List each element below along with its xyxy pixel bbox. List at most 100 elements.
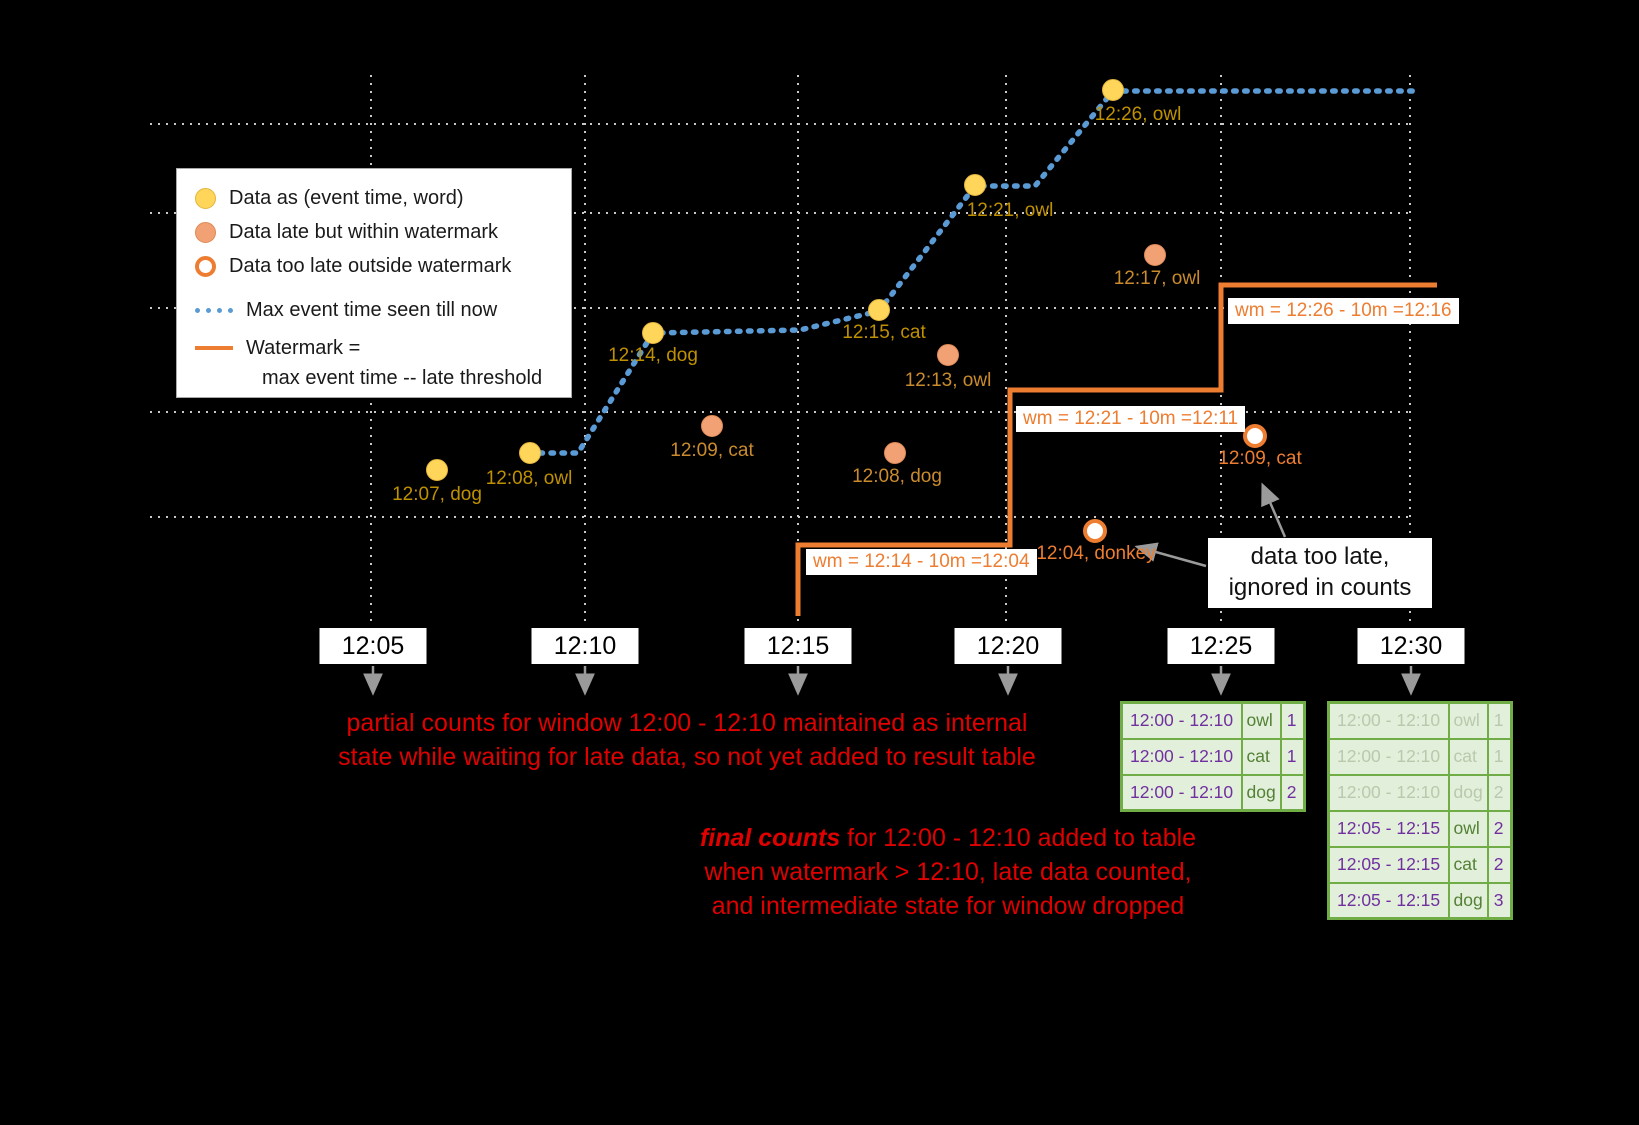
count-cell: 2 bbox=[1486, 809, 1513, 848]
data-point-late bbox=[937, 344, 959, 366]
count-cell: 1 bbox=[1279, 737, 1306, 776]
word-cell: cat bbox=[1447, 845, 1489, 884]
dotted-line-icon bbox=[195, 307, 233, 313]
table-row-dropped: 12:00 - 12:10 cat 1 bbox=[1327, 737, 1513, 776]
ontime-dot-icon bbox=[195, 187, 216, 209]
data-point-too-late bbox=[1083, 519, 1107, 543]
window-cell: 12:05 - 12:15 bbox=[1327, 809, 1450, 848]
callout-line: ignored in counts bbox=[1228, 574, 1412, 601]
processing-time-label: 12:25 bbox=[1167, 628, 1275, 664]
data-point-ontime bbox=[964, 174, 986, 196]
word-cell: owl bbox=[1447, 809, 1489, 848]
annotation-text: for 12:00 - 12:10 added to table bbox=[840, 824, 1197, 852]
point-label: 12:17, owl bbox=[1113, 268, 1201, 289]
point-label: 12:14, dog bbox=[608, 345, 698, 366]
data-point-ontime bbox=[642, 322, 664, 344]
max-event-time-line bbox=[537, 88, 1417, 456]
processing-time-label: 12:05 bbox=[319, 628, 427, 664]
point-label: 12:15, cat bbox=[842, 322, 926, 343]
legend-label: Data late but within watermark bbox=[229, 220, 499, 243]
window-cell: 12:05 - 12:15 bbox=[1327, 881, 1450, 920]
watermark-value-label: wm = 12:21 - 10m =12:11 bbox=[1016, 406, 1246, 432]
word-cell: dog bbox=[1240, 773, 1282, 812]
point-label: 12:07, dog bbox=[392, 484, 482, 505]
legend: Data as (event time, word) Data late but… bbox=[176, 168, 572, 398]
legend-item-late: Data late but within watermark bbox=[195, 215, 571, 249]
data-point-ontime bbox=[519, 442, 541, 464]
table-row: 12:00 - 12:10 owl 1 bbox=[1120, 701, 1306, 740]
final-counts-annotation: final counts for 12:00 - 12:10 added to … bbox=[700, 821, 1196, 923]
count-cell: 3 bbox=[1486, 881, 1513, 920]
processing-time-label: 12:10 bbox=[531, 628, 639, 664]
annotation-line: final counts for 12:00 - 12:10 added to … bbox=[700, 821, 1196, 855]
count-cell: 1 bbox=[1486, 701, 1513, 740]
data-point-too-late bbox=[1243, 424, 1267, 448]
window-cell: 12:00 - 12:10 bbox=[1327, 737, 1450, 776]
table-row: 12:05 - 12:15 dog 3 bbox=[1327, 881, 1513, 920]
legend-label: Watermark = bbox=[246, 337, 361, 359]
legend-label: Data as (event time, word) bbox=[229, 186, 464, 209]
table-row: 12:00 - 12:10 cat 1 bbox=[1120, 737, 1306, 776]
count-cell: 2 bbox=[1486, 773, 1513, 812]
legend-label: max event time -- late threshold bbox=[262, 367, 543, 389]
data-point-ontime bbox=[426, 459, 448, 481]
word-cell: cat bbox=[1240, 737, 1282, 776]
watermark-value-label: wm = 12:26 - 10m =12:16 bbox=[1228, 298, 1459, 324]
word-cell: dog bbox=[1447, 773, 1489, 812]
watermark-value-label: wm = 12:14 - 10m =12:04 bbox=[806, 549, 1037, 575]
too-late-note-arrows bbox=[1134, 482, 1287, 568]
legend-item-too-late: Data too late outside watermark bbox=[195, 249, 571, 283]
annotation-line: when watermark > 12:10, late data counte… bbox=[704, 858, 1192, 886]
window-cell: 12:05 - 12:15 bbox=[1327, 845, 1450, 884]
data-point-late bbox=[701, 415, 723, 437]
late-dot-icon bbox=[195, 221, 216, 243]
data-point-late bbox=[884, 442, 906, 464]
too-late-circle-icon bbox=[195, 255, 216, 277]
table-row-dropped: 12:00 - 12:10 owl 1 bbox=[1327, 701, 1513, 740]
processing-time-label: 12:30 bbox=[1357, 628, 1465, 664]
point-label: 12:08, owl bbox=[485, 468, 573, 489]
legend-item-watermark: Watermark = max event time -- late thres… bbox=[195, 333, 571, 393]
point-label: 12:08, dog bbox=[852, 466, 942, 487]
count-cell: 2 bbox=[1279, 773, 1306, 812]
annotation-line: partial counts for window 12:00 - 12:10 … bbox=[346, 709, 1028, 737]
word-cell: owl bbox=[1240, 701, 1282, 740]
data-point-ontime bbox=[1102, 79, 1124, 101]
count-cell: 1 bbox=[1279, 701, 1306, 740]
table-row: 12:05 - 12:15 cat 2 bbox=[1327, 845, 1513, 884]
window-cell: 12:00 - 12:10 bbox=[1327, 701, 1450, 740]
processing-time-label: 12:20 bbox=[954, 628, 1062, 664]
too-late-callout: data too late, ignored in counts bbox=[1208, 538, 1432, 608]
annotation-line: and intermediate state for window droppe… bbox=[711, 892, 1185, 920]
result-table-1230: 12:00 - 12:10 owl 1 12:00 - 12:10 cat 1 … bbox=[1327, 701, 1514, 920]
callout-line: data too late, bbox=[1250, 543, 1390, 570]
point-label: 12:04, donkey bbox=[1036, 543, 1156, 564]
point-label: 12:09, cat bbox=[1218, 448, 1302, 469]
window-cell: 12:00 - 12:10 bbox=[1120, 701, 1243, 740]
table-row: 12:00 - 12:10 dog 2 bbox=[1120, 773, 1306, 812]
point-label: 12:13, owl bbox=[904, 370, 992, 391]
solid-line-icon bbox=[195, 346, 233, 350]
table-row-dropped: 12:00 - 12:10 dog 2 bbox=[1327, 773, 1513, 812]
window-cell: 12:00 - 12:10 bbox=[1120, 773, 1243, 812]
legend-item-max-event-time: Max event time seen till now bbox=[195, 293, 571, 327]
count-cell: 1 bbox=[1486, 737, 1513, 776]
word-cell: owl bbox=[1447, 701, 1489, 740]
axis-arrows bbox=[363, 666, 1421, 696]
word-cell: cat bbox=[1447, 737, 1489, 776]
processing-time-label: 12:15 bbox=[744, 628, 852, 664]
table-row: 12:05 - 12:15 owl 2 bbox=[1327, 809, 1513, 848]
result-table-1225: 12:00 - 12:10 owl 1 12:00 - 12:10 cat 1 … bbox=[1120, 701, 1307, 812]
legend-label: Max event time seen till now bbox=[246, 298, 498, 321]
data-point-ontime bbox=[868, 299, 890, 321]
legend-label: Data too late outside watermark bbox=[229, 254, 512, 277]
point-label: 12:09, cat bbox=[670, 440, 754, 461]
point-label: 12:26, owl bbox=[1094, 104, 1182, 125]
word-cell: dog bbox=[1447, 881, 1489, 920]
legend-item-ontime: Data as (event time, word) bbox=[195, 181, 571, 215]
final-counts-emphasis: final counts bbox=[699, 824, 841, 852]
partial-counts-annotation: partial counts for window 12:00 - 12:10 … bbox=[338, 706, 1036, 774]
watermark-line bbox=[795, 282, 1437, 616]
window-cell: 12:00 - 12:10 bbox=[1120, 737, 1243, 776]
